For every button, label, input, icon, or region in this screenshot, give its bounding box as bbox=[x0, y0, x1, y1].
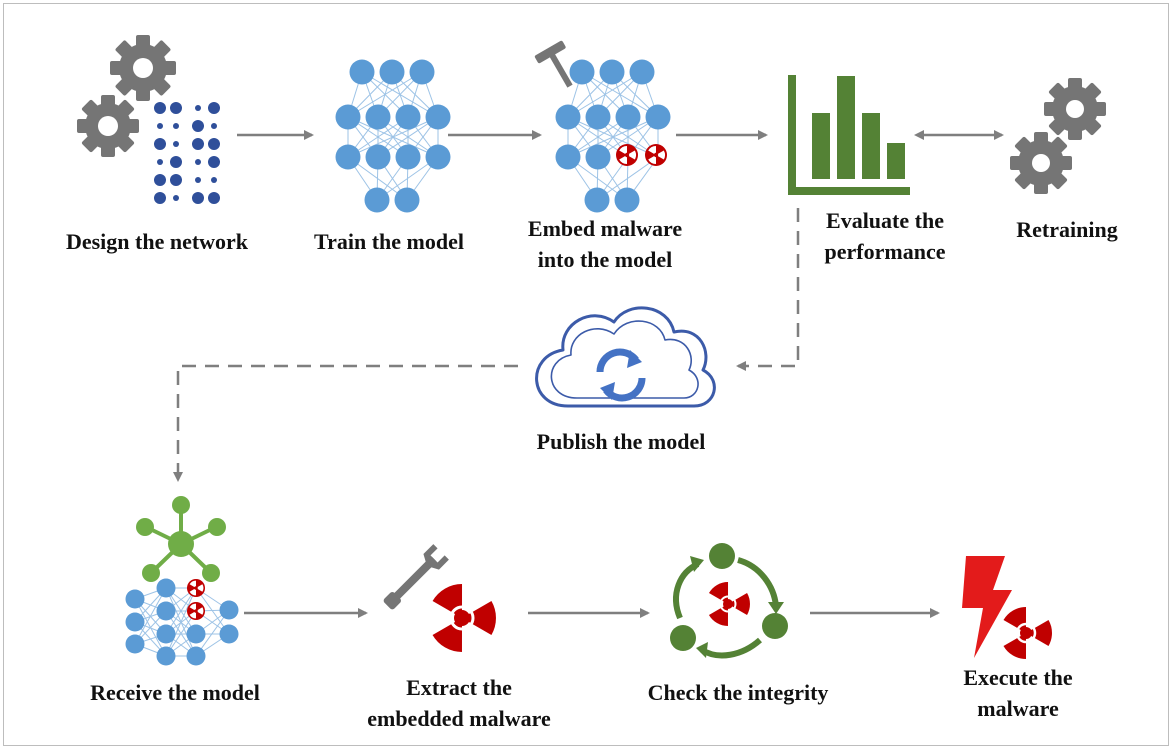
radiation-icon bbox=[614, 142, 639, 167]
network-node bbox=[425, 144, 451, 170]
network-node bbox=[555, 104, 581, 130]
evaluate-step-label-line1: Evaluate the bbox=[826, 208, 944, 233]
network-node bbox=[425, 104, 451, 130]
network-node bbox=[585, 104, 611, 130]
lightning-icon bbox=[962, 556, 1012, 658]
network-node bbox=[584, 187, 610, 213]
embed-step-label-line1: Embed malware bbox=[527, 216, 683, 241]
train-step-label: Train the model bbox=[314, 229, 464, 254]
network-edge bbox=[567, 116, 659, 158]
network-node bbox=[395, 104, 421, 130]
network-node bbox=[629, 59, 655, 85]
network-node bbox=[335, 144, 361, 170]
neural-network-icon bbox=[335, 59, 451, 213]
network-node bbox=[156, 601, 176, 621]
dot-grid-icon bbox=[154, 102, 220, 204]
network-node bbox=[395, 144, 421, 170]
dashed-arrow-to-receive bbox=[173, 364, 518, 482]
network-node bbox=[645, 104, 671, 130]
execute-step-label-line2: malware bbox=[977, 696, 1059, 721]
network-node bbox=[614, 187, 640, 213]
network-node bbox=[585, 144, 611, 170]
evaluate-step-label: Evaluate the performance bbox=[825, 205, 946, 267]
neural-network-icon bbox=[555, 59, 671, 213]
neural-network-icon bbox=[125, 578, 239, 666]
network-node bbox=[555, 144, 581, 170]
network-node bbox=[615, 104, 641, 130]
extract-step-label: Extract the embedded malware bbox=[367, 672, 551, 734]
network-node bbox=[156, 646, 176, 666]
network-edge bbox=[347, 116, 439, 158]
hub-icon bbox=[136, 496, 226, 582]
radiation-icon bbox=[1003, 607, 1052, 659]
extract-step-label-line2: embedded malware bbox=[367, 706, 551, 731]
network-node bbox=[186, 624, 206, 644]
network-node bbox=[365, 104, 391, 130]
network-node bbox=[156, 578, 176, 598]
network-node bbox=[569, 59, 595, 85]
embed-step-label: Embed malware into the model bbox=[528, 213, 682, 275]
radiation-icon bbox=[432, 584, 496, 652]
network-node bbox=[599, 59, 625, 85]
check-step-label: Check the integrity bbox=[647, 680, 829, 705]
network-node bbox=[125, 634, 145, 654]
cloud-sync-icon bbox=[535, 306, 716, 408]
radiation-icon bbox=[708, 582, 750, 626]
wrench-icon bbox=[383, 544, 449, 610]
dashed-arrow-to-publish bbox=[736, 208, 800, 371]
evaluate-step-label-line2: performance bbox=[824, 239, 946, 264]
network-node bbox=[125, 612, 145, 632]
extract-step-label-line1: Extract the bbox=[406, 675, 512, 700]
radiation-icon bbox=[643, 142, 668, 167]
network-node bbox=[364, 187, 390, 213]
embed-step-label-line2: into the model bbox=[537, 247, 673, 272]
bar-chart-icon bbox=[788, 75, 910, 195]
execute-step-label: Execute the malware bbox=[963, 662, 1072, 724]
receive-step-label: Receive the model bbox=[90, 680, 260, 705]
hammer-icon bbox=[534, 40, 573, 88]
network-node bbox=[409, 59, 435, 85]
network-edge bbox=[134, 587, 167, 645]
cycle-arrows-icon bbox=[670, 543, 788, 659]
network-node bbox=[335, 104, 361, 130]
network-edge bbox=[567, 71, 643, 118]
gear-icon bbox=[1010, 132, 1072, 194]
execute-step-label-line1: Execute the bbox=[963, 665, 1073, 690]
network-node bbox=[379, 59, 405, 85]
network-node bbox=[125, 589, 145, 609]
network-node bbox=[186, 646, 206, 666]
gear-icon bbox=[1044, 78, 1106, 140]
network-node bbox=[219, 600, 239, 620]
network-edge bbox=[165, 587, 197, 657]
network-node bbox=[349, 59, 375, 85]
network-edge bbox=[347, 71, 423, 118]
network-node bbox=[365, 144, 391, 170]
network-node bbox=[219, 624, 239, 644]
retraining-step-label: Retraining bbox=[1016, 217, 1118, 242]
gear-icon bbox=[77, 95, 139, 157]
radiation-icon bbox=[185, 577, 206, 598]
design-step-label: Design the network bbox=[65, 229, 249, 254]
network-node bbox=[394, 187, 420, 213]
publish-step-label: Publish the model bbox=[536, 429, 706, 454]
network-node bbox=[156, 624, 176, 644]
gear-icon bbox=[110, 35, 176, 101]
